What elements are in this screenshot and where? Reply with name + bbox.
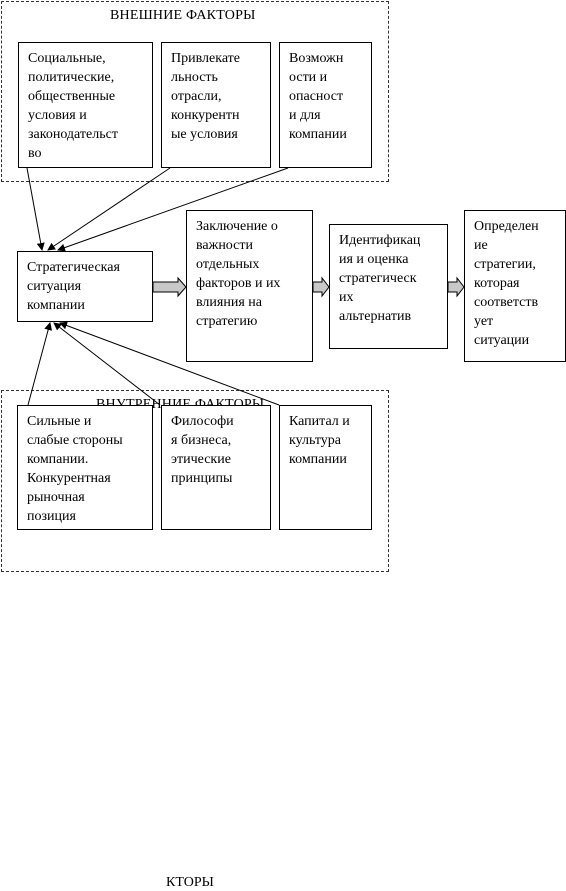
external-factors-title: ВНЕШНИЕ ФАКТОРЫ (110, 8, 256, 23)
arrow-attractiveness-to-situation (47, 167, 171, 251)
arrow-opportunities-to-situation (57, 167, 289, 252)
block-arrow-situation-to-conclusion (152, 276, 187, 298)
business-philosophy-box: Философи я бизнеса, этические принципы (161, 405, 271, 530)
capital-culture-box: Капитал и культура компании (279, 405, 372, 530)
block-arrow-conclusion-to-alternatives (312, 276, 330, 298)
external-factors-group (1, 1, 389, 182)
factor-importance-conclusion-box: Заключение о важности отдельных факторов… (186, 210, 313, 362)
industry-attractiveness-box: Привлекате льность отрасли, конкурентн ы… (161, 42, 271, 168)
internal-factors-group (1, 390, 389, 572)
strategy-definition-box: Определен ие стратегии, которая соответс… (464, 210, 566, 362)
block-arrow-alternatives-to-definition (447, 276, 465, 298)
arrow-social-to-situation (26, 167, 45, 251)
arrow-capital-to-situation (59, 321, 280, 406)
arrow-philosophy-to-situation (53, 322, 161, 406)
arrow-strengths-to-situation (27, 322, 53, 406)
opportunities-threats-box: Возможн ости и опасност и для компании (279, 42, 372, 168)
strategic-situation-box: Стратегическая ситуация компании (17, 251, 153, 322)
strengths-weaknesses-box: Сильные и слабые стороны компании. Конку… (17, 405, 153, 530)
social-political-factors-box: Социальные, политические, общественные у… (18, 42, 153, 168)
strategic-alternatives-box: Идентификац ия и оценка стратегическ их … (329, 224, 448, 349)
footer-fragment-text: КТОРЫ (166, 875, 214, 890)
